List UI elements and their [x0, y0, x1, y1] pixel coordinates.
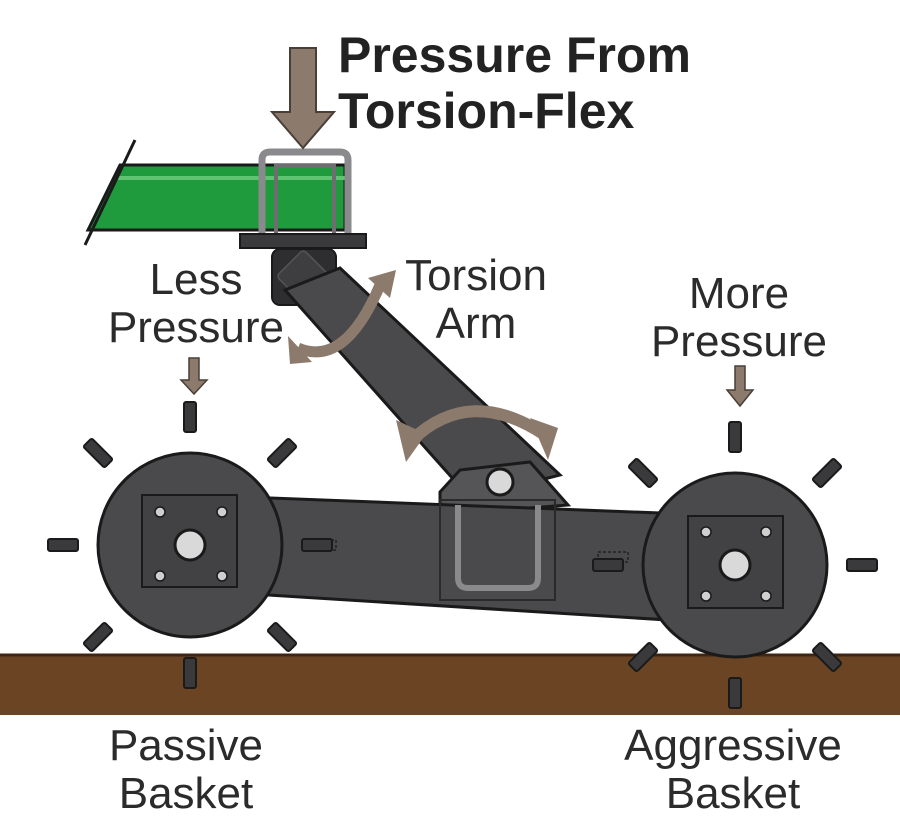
- passive-basket-tines: [47, 401, 333, 689]
- aggressive-basket: [592, 421, 878, 709]
- more-pressure-label-line-1: More: [689, 269, 789, 318]
- aggressive-basket-label-line-1: Aggressive: [624, 721, 842, 770]
- soil-ground: [0, 655, 900, 715]
- rotation-arrow-pivot-icon: [396, 405, 558, 462]
- u-bolt-clamp-inner: [274, 164, 336, 242]
- rotation-arrow-upper-icon: [288, 270, 396, 364]
- less-pressure-arrow-icon: [179, 357, 209, 396]
- aggressive-basket-tines: [592, 421, 878, 709]
- title-line-2: Torsion-Flex: [338, 83, 635, 139]
- pressure-arrow-down-icon: [269, 47, 337, 150]
- passive-basket-label-line-2: Basket: [119, 769, 254, 818]
- u-bolt-clamp: [258, 148, 352, 242]
- passive-hub-bolt: [173, 528, 207, 562]
- passive-basket: [47, 401, 333, 689]
- clamp-plate: [239, 233, 367, 249]
- frame-tube-cut-line: [83, 139, 137, 246]
- more-pressure-label-line-2: Pressure: [651, 317, 827, 366]
- less-pressure-label-line-1: Less: [150, 255, 243, 304]
- center-u-bolt: [455, 505, 541, 591]
- torsion-arm-label-line-1: Torsion: [405, 251, 547, 300]
- torsion-arm-label-line-2: Arm: [436, 299, 517, 348]
- center-mount-plate: [439, 499, 556, 601]
- less-pressure-label-line-2: Pressure: [108, 303, 284, 352]
- title-line-1: Pressure From: [338, 27, 691, 83]
- more-pressure-arrow-icon: [725, 365, 755, 408]
- frame-tube: [85, 163, 347, 232]
- pivot-bolt: [485, 467, 515, 497]
- aggressive-basket-label-line-2: Basket: [666, 769, 801, 818]
- passive-basket-label-line-1: Passive: [109, 721, 263, 770]
- aggressive-hub-bolt: [718, 548, 752, 582]
